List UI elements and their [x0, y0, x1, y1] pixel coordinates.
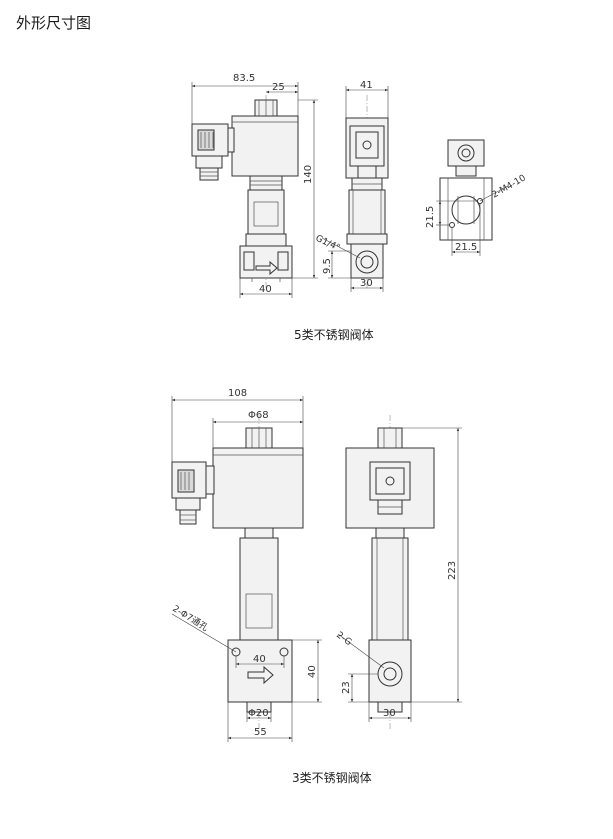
- dim3-port: 2-G: [334, 630, 353, 648]
- type5-bottom-view: 2-M4-10 21.5 21.5: [425, 139, 528, 256]
- dim3-base: 55: [254, 727, 267, 738]
- dim3-bottom-dia: Φ20: [248, 708, 269, 719]
- type3-front-view: 108 Φ68 2-Φ7通孔 40 40 Φ20 55: [170, 388, 322, 742]
- type5-front-view: 83.5 25 140 40: [191, 73, 318, 298]
- dim3-coil-dia: Φ68: [248, 410, 269, 421]
- dim5-base: 40: [259, 284, 272, 295]
- dim3-port-height: 23: [341, 681, 352, 694]
- dim3-hole-spacing: 40: [253, 654, 266, 665]
- dim3-body-height: 40: [307, 665, 318, 678]
- caption-type3: 3类不锈钢阀体: [292, 771, 372, 785]
- dim5-hole-h: 21.5: [455, 242, 477, 253]
- dim5-hole-v: 21.5: [425, 206, 436, 228]
- dim3-total-width: 108: [228, 388, 247, 399]
- dim3-mount-holes: 2-Φ7通孔: [170, 603, 210, 633]
- page-title: 外形尺寸图: [16, 14, 92, 32]
- type3-side-view: 223 2-G 23 30: [334, 415, 462, 730]
- dim5-side-base: 30: [360, 278, 373, 289]
- dim3-side-base: 30: [383, 708, 396, 719]
- dim5-port: G1/4": [314, 234, 341, 254]
- dim5-side-width: 41: [360, 80, 373, 91]
- dim5-total-width: 83.5: [233, 73, 255, 84]
- type5-side-view: 41 30 9.5 G1/4": [314, 80, 389, 292]
- dim5-offset: 9.5: [322, 258, 333, 274]
- dim3-height: 223: [447, 561, 458, 580]
- dim5-height: 140: [303, 165, 314, 184]
- dim5-top: 25: [272, 82, 285, 93]
- dim5-holes: 2-M4-10: [491, 173, 528, 200]
- caption-type5: 5类不锈钢阀体: [294, 328, 374, 342]
